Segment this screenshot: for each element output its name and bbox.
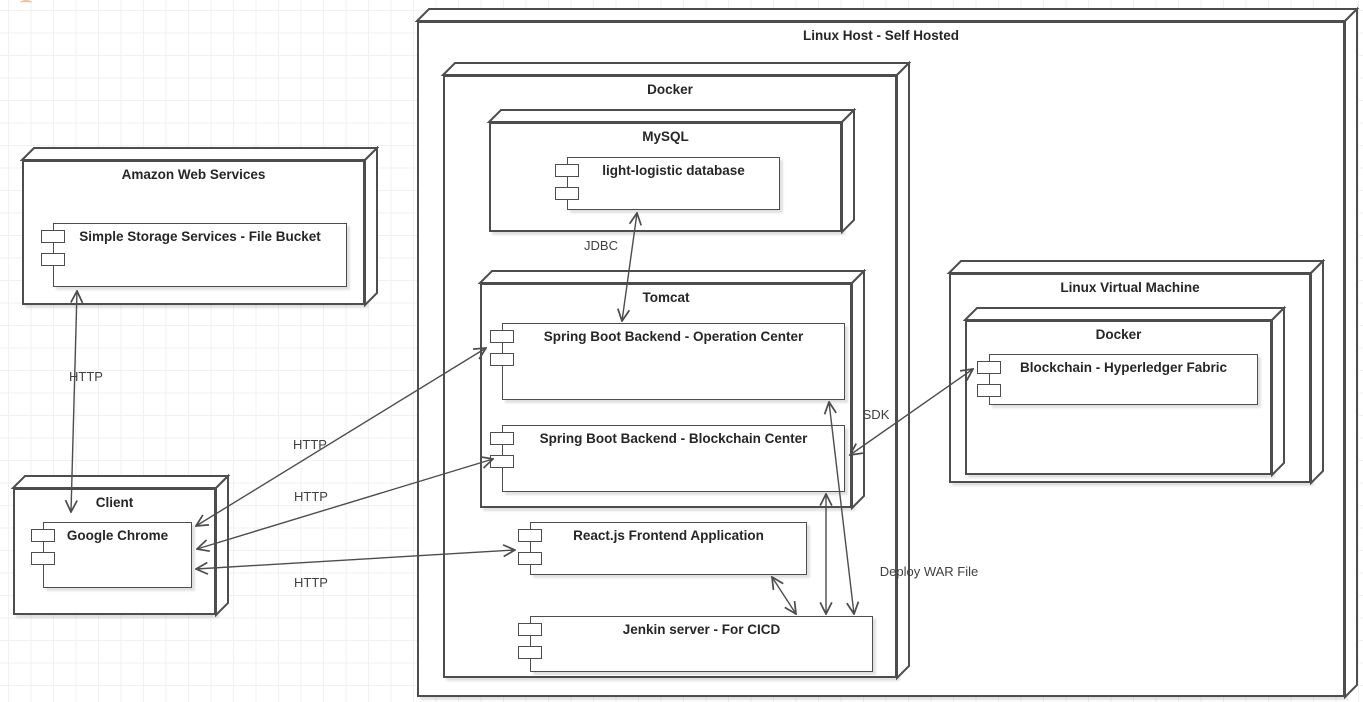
component-fabric-label: Blockchain - Hyperledger Fabric: [1019, 360, 1228, 375]
component-port-icon: [31, 552, 55, 565]
edge-label-sdk[interactable]: SDK: [862, 407, 890, 422]
component-port-icon: [977, 384, 1001, 397]
edge-label-jdbc[interactable]: JDBC: [584, 238, 618, 253]
component-port-icon: [490, 432, 514, 445]
component-port-icon: [518, 623, 542, 636]
component-chrome[interactable]: Google Chrome: [31, 522, 192, 588]
edge-http-aws-chrome[interactable]: [71, 291, 77, 512]
edge-label-http-operation[interactable]: HTTP: [293, 437, 327, 452]
component-chrome-label: Google Chrome: [66, 528, 169, 543]
edge-label-http-react[interactable]: HTTP: [294, 575, 328, 590]
component-port-icon: [41, 253, 65, 266]
node-docker-main-label: Docker: [647, 82, 693, 97]
component-port-icon: [41, 230, 65, 243]
component-port-icon: [555, 187, 579, 200]
canvas-artifact-mark: [20, 0, 32, 6]
component-operation-center-label: Spring Boot Backend - Operation Center: [543, 329, 804, 344]
edge-label-http-aws[interactable]: HTTP: [69, 369, 103, 384]
node-linux-vm-label: Linux Virtual Machine: [1060, 280, 1200, 295]
node-aws-label: Amazon Web Services: [121, 167, 266, 182]
component-port-icon: [490, 330, 514, 343]
component-jenkins-label: Jenkin server - For CICD: [622, 622, 781, 637]
component-port-icon: [518, 529, 542, 542]
component-database[interactable]: light-logistic database: [555, 157, 780, 210]
edge-label-http-blockchain[interactable]: HTTP: [294, 489, 328, 504]
component-database-label: light-logistic database: [602, 163, 745, 178]
component-blockchain-center[interactable]: Spring Boot Backend - Blockchain Center: [490, 425, 845, 492]
component-port-icon: [518, 646, 542, 659]
component-port-icon: [518, 552, 542, 565]
component-port-icon: [31, 529, 55, 542]
component-react[interactable]: React.js Frontend Application: [518, 522, 807, 575]
node-client-label: Client: [95, 495, 134, 510]
component-operation-center[interactable]: Spring Boot Backend - Operation Center: [490, 323, 845, 400]
component-fabric[interactable]: Blockchain - Hyperledger Fabric: [977, 354, 1258, 405]
node-linux-host-label: Linux Host - Self Hosted: [802, 28, 959, 43]
node-docker-vm-label: Docker: [1095, 327, 1142, 342]
component-jenkins[interactable]: Jenkin server - For CICD: [518, 616, 873, 672]
node-mysql-label: MySQL: [642, 129, 689, 144]
component-s3[interactable]: Simple Storage Services - File Bucket: [41, 223, 347, 287]
component-port-icon: [490, 455, 514, 468]
component-react-label: React.js Frontend Application: [573, 528, 764, 543]
component-port-icon: [555, 164, 579, 177]
edge-label-deploy-war[interactable]: Deploy WAR File: [879, 564, 979, 579]
component-port-icon: [977, 361, 1001, 374]
component-port-icon: [490, 353, 514, 366]
node-tomcat-label: Tomcat: [642, 290, 690, 305]
component-blockchain-center-label: Spring Boot Backend - Blockchain Center: [539, 431, 808, 446]
component-s3-label: Simple Storage Services - File Bucket: [79, 229, 321, 244]
